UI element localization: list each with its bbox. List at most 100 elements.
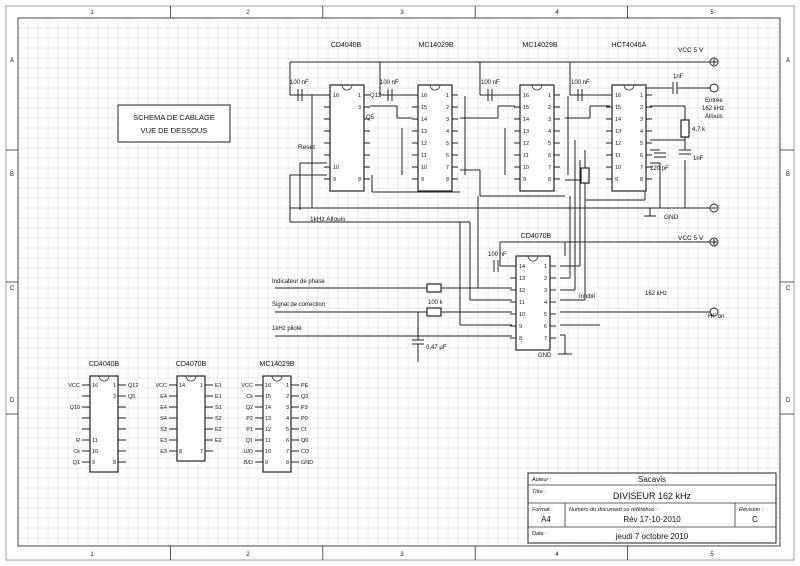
lower-gnd-label: GND <box>538 353 552 359</box>
pinout-signal: Q0 <box>301 438 308 444</box>
vcc2-label: VCC 5 V <box>678 235 704 242</box>
allouis-1k-label: 1kHz Allouis <box>310 216 346 223</box>
capacitor-1nf <box>679 149 691 155</box>
pinout-signal: Q2 <box>246 405 253 411</box>
border-row-label: D <box>786 398 791 404</box>
pinout-signal: E3 <box>160 449 167 455</box>
border-column-label: 4 <box>555 10 559 16</box>
pinout-body <box>262 375 292 473</box>
pinout-pin-number: 12 <box>265 427 271 433</box>
chip-cd4040b-pin-number: 10 <box>333 165 339 171</box>
chip-hct4046a-notch <box>623 84 635 91</box>
border-row-label: B <box>10 172 14 178</box>
pinout-signal: P2 <box>246 416 253 422</box>
doc-value: Rév 17-10-2010 <box>623 515 681 524</box>
ground-symbol <box>558 208 656 355</box>
chip-cd4070b-body <box>515 255 551 351</box>
auteur-value: Sacavis <box>638 475 666 484</box>
pinout-signal: R <box>76 438 80 444</box>
auteur-label: Auteur : <box>531 477 552 483</box>
pinout-signal: U/D <box>244 449 254 455</box>
phase-label: Indicateur de phase <box>272 279 325 285</box>
resistor-phase <box>426 283 442 293</box>
outer-frame <box>5 5 795 561</box>
pinout-signal: CI <box>301 427 307 433</box>
chip-cd4070b-pin-number: 3 <box>544 288 547 294</box>
pinout-pin-number: 16 <box>92 383 98 389</box>
pinout-signal: Q10 <box>70 405 80 411</box>
border-column-label: 3 <box>400 10 404 16</box>
chip-hct4046a-pin-number: 5 <box>640 141 643 147</box>
border-column-label: 5 <box>710 10 714 16</box>
chip-mc14029b-b-pin-number: 6 <box>548 153 551 159</box>
pinout-pin-number: 1 <box>286 383 289 389</box>
title-line-1: SCHEMA DE CABLAGE <box>133 113 215 122</box>
chip-cd4070b-pin-number: 4 <box>544 300 547 306</box>
pinout-signal: E1 <box>215 383 222 389</box>
pinout-signal: Q12 <box>128 383 138 389</box>
pinout-pin-number: 8 <box>286 460 289 466</box>
pinout-pin-number: 10 <box>265 449 271 455</box>
chip-cd4040b-pin-number: 3 <box>358 105 361 111</box>
chip-cd4040b-pin-number: 1 <box>358 93 361 99</box>
pinout-signal: VCC <box>155 383 167 389</box>
chip4-name: HCT4046A <box>612 42 647 49</box>
reset-label: Reset <box>298 144 315 151</box>
input-terminal <box>709 83 719 93</box>
chip-hct4046a-pin-number: 15 <box>615 105 621 111</box>
chip-mc14029b-b-pin-number: 7 <box>548 165 551 171</box>
pinout-signal: E1 <box>215 394 222 400</box>
chip-mc14029b-b-pin-number: 3 <box>548 117 551 123</box>
chip-mc14029b-b-pin-number: 5 <box>548 141 551 147</box>
pinout-notch <box>185 375 197 382</box>
chip-mc14029b-a-pin-number: 11 <box>421 153 427 159</box>
titre-value: DIVISEUR 162 kHz <box>613 491 692 501</box>
correction-label: Signal de correction <box>272 302 325 308</box>
date-value: jeudi 7 octobre 2010 <box>615 532 689 541</box>
rev-label: Révision : <box>739 507 764 513</box>
capacitors <box>297 82 691 345</box>
chip-mc14029b-a-notch <box>429 84 441 91</box>
pinout-pin-number: 16 <box>265 383 271 389</box>
resistor-100k <box>426 307 442 317</box>
pinout-pin-number: 4 <box>286 416 289 422</box>
chip-mc14029b-a-pin-number: 7 <box>446 165 449 171</box>
pinout-pin-number: 13 <box>265 416 271 422</box>
cap7-value: 100 nF <box>488 252 507 258</box>
gnd-terminal <box>709 203 719 213</box>
pinout-signal: S3 <box>160 427 167 433</box>
pinout-signal: S4 <box>160 416 167 422</box>
chip-hct4046a-pin-number: 9 <box>615 177 618 183</box>
chip-mc14029b-a-pin-number: 15 <box>421 105 427 111</box>
chip-mc14029b-a-body <box>417 84 453 192</box>
pinout-pin-number: 7 <box>286 449 289 455</box>
pinout-pin-number: 11 <box>92 438 98 444</box>
cap6-value: 1nF <box>693 156 704 162</box>
chip-mc14029b-b-pin-number: 10 <box>523 165 529 171</box>
chip-mc14029b-a-pin-number: 12 <box>421 141 427 147</box>
chip-hct4046a-pin-number: 3 <box>640 117 643 123</box>
pinout-pin-number: 6 <box>286 438 289 444</box>
entree-label-1: Entrée <box>705 98 723 104</box>
entree-label-3: Allouis <box>705 114 723 120</box>
cartouche: Auteur : Sacavis Titre : DIVISEUR 162 kH… <box>527 472 777 544</box>
chip-mc14029b-b-pin-number: 9 <box>523 177 526 183</box>
border-column-label: 2 <box>246 10 250 16</box>
pinout-pin-number: 2 <box>286 394 289 400</box>
chip-hct4046a-pin-number: 13 <box>615 129 621 135</box>
capacitor-c2 <box>387 89 393 101</box>
chip-mc14029b-a-pin-number: 8 <box>446 177 449 183</box>
pinout-signal: PE <box>301 383 309 389</box>
chip-cd4040b-pin-number: 16 <box>333 93 339 99</box>
doc-label: Numéro du document ou référence : <box>569 507 658 513</box>
pinout-signal: VCC <box>241 383 253 389</box>
chip-cd4070b-notch <box>527 255 539 262</box>
pinout-signal: Ck <box>246 394 253 400</box>
